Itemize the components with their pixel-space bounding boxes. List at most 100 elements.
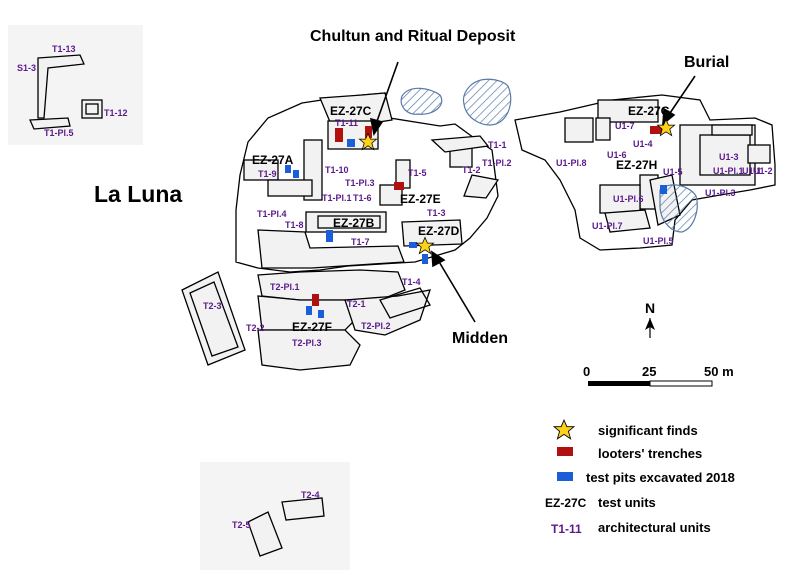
legend-testpit-swatch: [557, 472, 573, 481]
arch-unit-label: T1-1: [488, 140, 507, 150]
arch-unit-label: U1-7: [615, 121, 635, 131]
structure-t1-1: [430, 135, 490, 153]
structure-t1-9: [243, 159, 279, 181]
test-unit-label: EZ-27G: [628, 104, 671, 118]
looters-trench: [650, 126, 662, 134]
arch-unit-label: T2-Pl.3: [292, 338, 322, 348]
legend-label-testunits: test units: [598, 495, 656, 510]
significant-finds: [358, 118, 676, 255]
scale-mid: 25: [642, 364, 657, 379]
arch-unit-label: T1-12: [104, 108, 128, 118]
legend-label-finds: significant finds: [598, 423, 698, 438]
test-pit: [409, 242, 417, 248]
arch-unit-label: T2-5: [232, 520, 251, 530]
hatched-features: [400, 78, 698, 233]
callout-burial: Burial: [684, 54, 730, 71]
arch-unit-label: T1-7: [351, 237, 370, 247]
site-name: La Luna: [94, 181, 183, 207]
platform-t2-2: [257, 329, 361, 371]
arch-unit-label: T2-1: [347, 299, 366, 309]
arch-unit-label: T1-Pl.2: [482, 158, 512, 168]
test-pit: [285, 165, 291, 173]
test-pit: [660, 185, 667, 194]
test-pits: [285, 139, 667, 318]
test-pit: [293, 170, 299, 178]
looters-trench: [394, 182, 404, 190]
callout-chultun: Chultun and Ritual Deposit: [310, 28, 516, 45]
arch-unit-label: U1-6: [607, 150, 627, 160]
arch-unit-label: U1-Pl.8: [556, 158, 587, 168]
arch-unit-label: T1-Pl.5: [44, 128, 74, 138]
arch-unit-label: U1-2: [753, 166, 773, 176]
test-pit: [347, 139, 355, 147]
arch-unit-label: T1-Pl.4: [257, 209, 287, 219]
north-arrow-icon: [645, 318, 655, 338]
test-unit-label: EZ-27F: [292, 320, 333, 334]
arch-unit-label: T1-2: [462, 165, 481, 175]
find-star-icon: [415, 236, 435, 255]
test-unit-label: EZ-27H: [616, 158, 658, 172]
arch-unit-label: T2-2: [246, 323, 265, 333]
north-label: N: [645, 300, 656, 316]
structure-ez27b: [305, 211, 387, 233]
scale-bar: [588, 380, 713, 387]
arch-unit-label: T1-3: [427, 208, 446, 218]
legend-sample-archunit: T1-11: [551, 522, 582, 536]
test-unit-label: EZ-27D: [418, 224, 460, 238]
arch-unit-label: U1-1: [742, 166, 762, 176]
arch-unit-label: U1-Pl.6: [613, 194, 644, 204]
arch-unit-label: U1-Pl.1: [713, 166, 744, 176]
legend-star-icon: [552, 418, 576, 440]
arch-unit-label: T1-6: [353, 193, 372, 203]
arch-unit-label: T1-8: [285, 220, 304, 230]
legend-label-looters: looters' trenches: [598, 446, 703, 461]
test-pit: [326, 230, 333, 242]
main-complex: [181, 92, 500, 371]
test-unit-label: EZ-27B: [333, 216, 375, 230]
looters-trench: [365, 126, 372, 138]
legend-label-testpits: test pits excavated 2018: [586, 470, 735, 485]
arch-unit-label: T1-9: [258, 169, 277, 179]
arch-unit-label: U1-Pl.5: [643, 236, 674, 246]
looters-trench: [312, 294, 319, 306]
test-unit-label: EZ-27A: [252, 153, 294, 167]
arch-unit-label: T1-13: [52, 44, 76, 54]
arch-unit-label: T1-Pl.3: [345, 178, 375, 188]
arch-unit-label: S1-3: [17, 63, 37, 73]
arch-unit-label: T1-4: [402, 277, 421, 287]
looters-trenches: [312, 126, 662, 306]
find-star-icon: [656, 118, 676, 137]
test-unit-label: EZ-27E: [400, 192, 441, 206]
arch-unit-label: U1-Pl.3: [705, 188, 736, 198]
legend-looters-swatch: [557, 447, 573, 456]
structure-ez27d: [401, 219, 463, 247]
nw-structures: [29, 54, 103, 130]
structure-t1-7: [257, 229, 405, 269]
structure-t1-3: [463, 174, 500, 199]
legend-label-archunits: architectural units: [598, 520, 711, 535]
test-unit-label: EZ-27C: [330, 104, 372, 118]
arch-unit-label: U1-Pl.7: [592, 221, 623, 231]
test-pit: [306, 306, 312, 315]
arch-unit-label: T2-3: [203, 301, 222, 311]
arch-unit-label: T1-Pl.1: [322, 193, 352, 203]
arch-unit-label: T2-4: [301, 490, 320, 500]
arch-unit-label: T1-10: [325, 165, 349, 175]
structure-t1-8: [267, 179, 313, 197]
looters-trench: [335, 128, 343, 142]
legend-sample-testunit: EZ-27C: [545, 496, 587, 510]
scan-background: [8, 25, 350, 570]
structure-t2-3: [181, 271, 246, 366]
arch-unit-label: U1-5: [663, 167, 683, 177]
arch-unit-label: U1-3: [719, 152, 739, 162]
arch-unit-label: T2-Pl.2: [361, 321, 391, 331]
south-structures: [247, 497, 325, 557]
legend-symbols: [552, 418, 576, 481]
find-star-icon: [358, 132, 378, 151]
scale-end: 50 m: [704, 364, 734, 379]
arch-unit-label: U1-4: [633, 139, 653, 149]
callout-midden: Midden: [452, 330, 508, 347]
arch-unit-label: T2-Pl.1: [270, 282, 300, 292]
arch-unit-label: T1-11: [335, 118, 359, 128]
